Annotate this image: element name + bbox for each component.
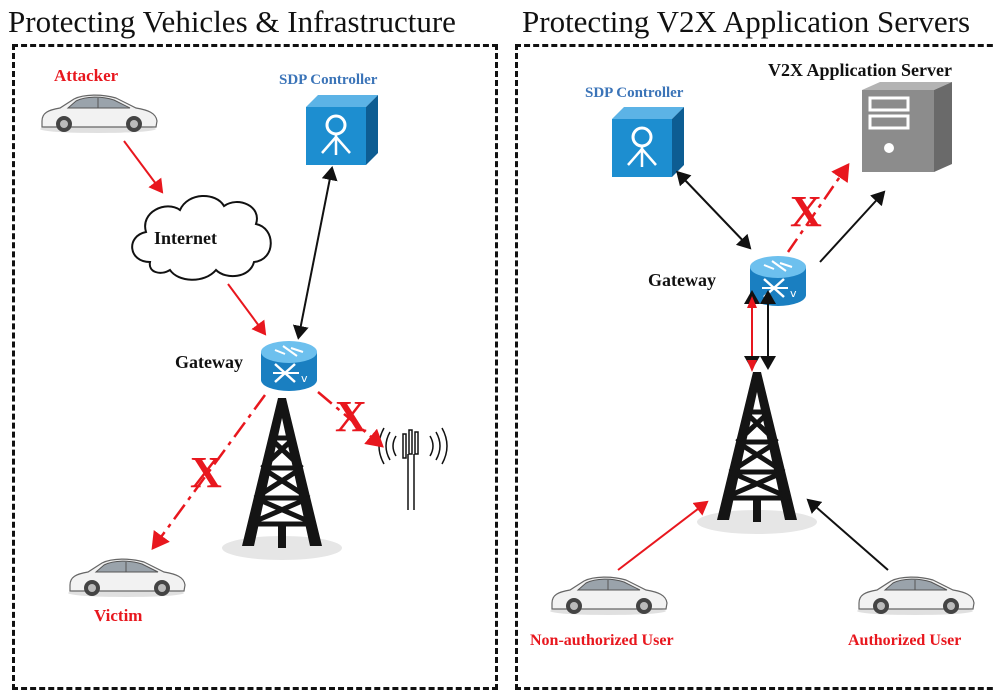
gateway-to-server-blocked-arrow xyxy=(786,162,850,253)
authorized-user-label: Authorized User xyxy=(848,632,962,649)
left-gateway-label: Gateway xyxy=(175,352,243,372)
antenna-icon xyxy=(378,427,448,510)
left-panel-title: Protecting Vehicles & Infrastructure xyxy=(8,4,456,39)
gateway-to-server-allowed-arrow xyxy=(819,190,886,263)
gateway-to-antenna-blocked-arrow xyxy=(317,391,384,448)
non-authorized-to-tower-arrow xyxy=(617,500,709,571)
cloud-icon xyxy=(131,195,272,281)
non-authorized-user-label: Non-authorized User xyxy=(530,632,674,649)
left-sdp-controller-icon xyxy=(304,93,380,167)
gateway-controller-link xyxy=(292,166,338,340)
authorized-to-tower-arrow xyxy=(806,498,889,571)
internet-label: Internet xyxy=(154,228,217,248)
left-gateway-router-icon xyxy=(259,339,319,393)
attacker-car-icon xyxy=(39,94,158,134)
server-icon xyxy=(860,80,954,174)
left-sdp-controller-label: SDP Controller xyxy=(279,72,378,88)
diagram-canvas: v xyxy=(39,80,975,616)
gateway-to-victim-blocked-arrow xyxy=(151,394,267,551)
victim-label: Victim xyxy=(94,606,143,625)
blocked-x-mark: X xyxy=(190,448,222,497)
server-label: V2X Application Server xyxy=(768,60,952,80)
victim-car-icon xyxy=(67,558,186,598)
right-sdp-controller-label: SDP Controller xyxy=(585,85,684,101)
left-cell-tower-icon xyxy=(222,398,342,560)
blocked-x-mark: X xyxy=(790,187,822,236)
internet-to-gateway-arrow xyxy=(227,283,267,336)
controller-gateway-link xyxy=(676,170,752,250)
attacker-to-internet-arrow xyxy=(123,140,164,194)
attacker-label: Attacker xyxy=(54,66,119,85)
right-gateway-router-icon xyxy=(748,254,808,308)
non-authorized-car-icon xyxy=(549,576,668,616)
right-gateway-label: Gateway xyxy=(648,270,716,290)
authorized-car-icon xyxy=(856,576,975,616)
right-panel-title: Protecting V2X Application Servers xyxy=(522,4,971,39)
right-cell-tower-icon xyxy=(697,372,817,534)
right-sdp-controller-icon xyxy=(610,105,686,179)
blocked-x-mark: X xyxy=(335,392,367,441)
